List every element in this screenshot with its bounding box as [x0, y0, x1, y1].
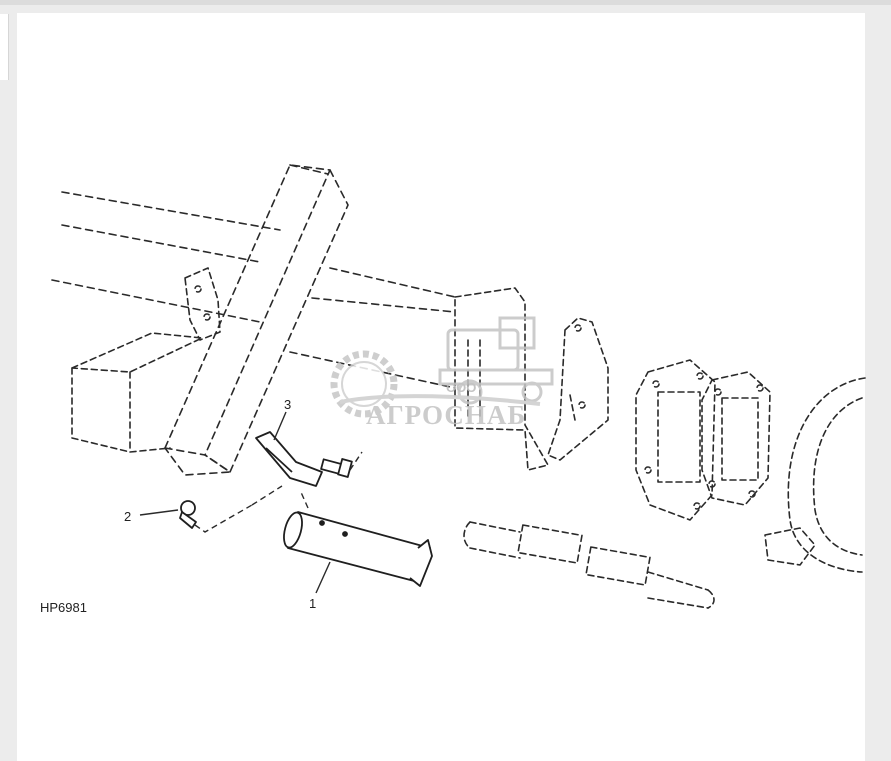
leader-1 [315, 561, 331, 594]
watermark-name: АГРОСНАБ [366, 400, 526, 430]
figure-id-label: HP6981 [40, 600, 87, 615]
bracket-part-3 [255, 431, 323, 487]
leader-2 [139, 504, 253, 533]
callout-3: 3 [284, 397, 291, 412]
top-strip [0, 0, 891, 5]
bracket-plate [547, 317, 609, 461]
leader-3 [273, 411, 287, 441]
dash-connectors [251, 451, 363, 509]
watermark-prefix: ООО [446, 380, 476, 395]
callout-2: 2 [124, 509, 131, 524]
left-tab [0, 14, 9, 80]
callout-1: 1 [309, 596, 316, 611]
upright-tube [164, 164, 349, 476]
collar [764, 377, 866, 573]
knob-part-2 [179, 500, 197, 529]
combine-harvester-icon [438, 316, 554, 405]
left-block [71, 267, 221, 453]
flange-left [635, 359, 716, 521]
drive-shaft [463, 521, 715, 609]
mounting-plate [454, 287, 549, 471]
gear-icon [330, 350, 398, 418]
sleeve-part-1 [283, 511, 433, 587]
image-panel [17, 13, 865, 761]
watermark: ООО АГРОСНАБ [330, 316, 554, 430]
bolt [320, 458, 353, 478]
frame-beam [51, 191, 456, 389]
flange-right [701, 371, 771, 506]
